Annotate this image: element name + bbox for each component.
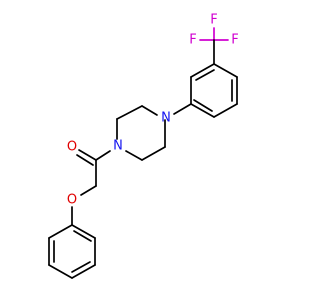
bond-phenyl-3-inner xyxy=(71,261,91,273)
bond-pip-5 xyxy=(116,105,143,120)
atom-n-top-label: N xyxy=(161,111,171,126)
bond-c-o-double-1 xyxy=(78,149,97,161)
bond-pip-3 xyxy=(125,150,143,161)
atom-f-right: F xyxy=(231,33,238,48)
atom-n-top: N xyxy=(161,111,171,126)
atom-label-layer: F F F N N O O xyxy=(67,13,239,208)
bond-aryl-3 xyxy=(213,103,238,118)
bond-pip-2 xyxy=(141,146,166,161)
atom-f-top: F xyxy=(210,13,217,28)
molecule-structure-diagram: F F F N N O O xyxy=(48,13,239,279)
atom-o-ether-label: O xyxy=(67,193,77,208)
bond-phenyl-1-inner xyxy=(73,230,92,242)
bond-aryl-6-inner xyxy=(195,69,215,81)
atom-f-left: F xyxy=(189,33,196,48)
bond-aryl-n xyxy=(173,103,192,115)
bond-layer xyxy=(48,27,238,279)
bond-c-o-double-2 xyxy=(76,154,94,166)
bond-aryl-4-inner xyxy=(193,99,213,112)
bond-pip-6 xyxy=(141,105,158,116)
bond-phenyl-4 xyxy=(48,264,73,279)
bond-phenyl-6 xyxy=(48,224,73,239)
bond-aryl-1 xyxy=(213,63,238,78)
atom-o-carbonyl: O xyxy=(67,140,77,155)
atom-o-ether: O xyxy=(67,193,77,208)
bond-aryl-6 xyxy=(190,63,215,78)
atom-n-bottom-label: N xyxy=(113,139,123,154)
bond-aryl-4 xyxy=(190,103,215,118)
bond-phenyl-1 xyxy=(71,224,96,239)
atom-n-bottom: N xyxy=(113,139,123,154)
bond-n-carbonyl xyxy=(95,150,111,161)
bond-phenyl-3 xyxy=(71,264,96,279)
atom-f-left-label: F xyxy=(189,33,196,48)
atom-o-carbonyl-label: O xyxy=(67,140,77,155)
atom-f-right-label: F xyxy=(231,33,238,48)
bond-ch2-o xyxy=(80,185,97,196)
atom-f-top-label: F xyxy=(210,13,217,28)
